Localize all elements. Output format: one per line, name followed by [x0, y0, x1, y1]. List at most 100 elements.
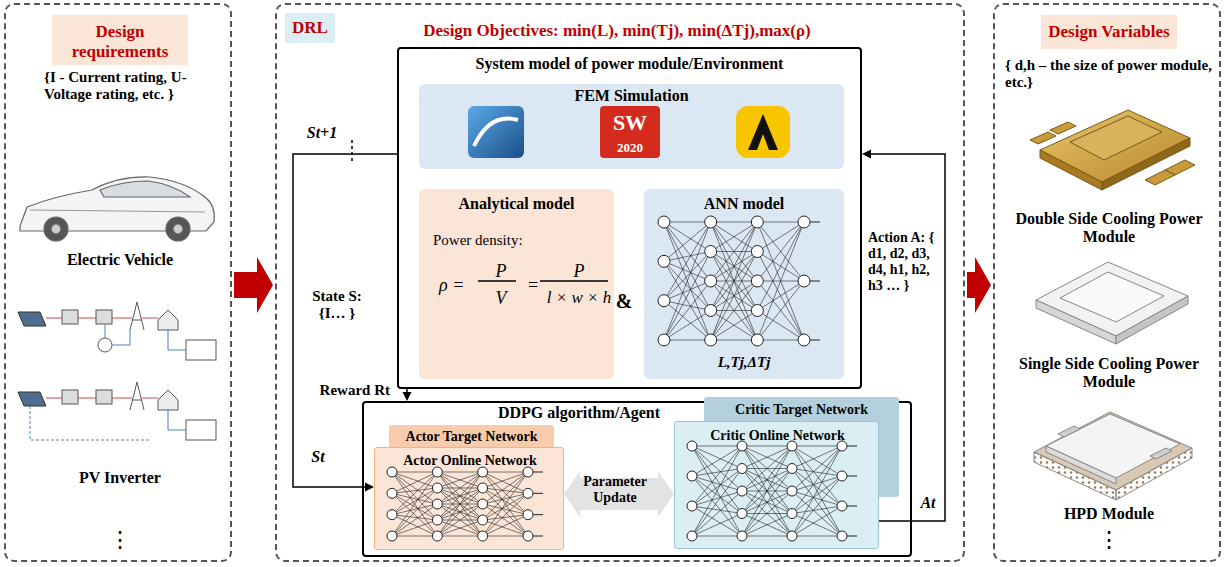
- network-link: [437, 488, 482, 489]
- network-link: [711, 222, 758, 311]
- node-text-holder: HPD Module: [995, 505, 1223, 523]
- network-link: [711, 222, 758, 223]
- network-neuron: [798, 275, 810, 287]
- network-link: [711, 281, 758, 340]
- network-link: [483, 472, 528, 473]
- node-text: V: [496, 288, 507, 309]
- network-link: [757, 222, 804, 281]
- network-link: [757, 252, 804, 282]
- node-text-holder: System model of power module/Environment: [399, 55, 860, 73]
- node-text-holder: Critic Online Network: [675, 426, 880, 444]
- network-neuron: [387, 488, 397, 498]
- pv-box: [96, 390, 112, 404]
- network-link: [664, 252, 711, 262]
- network-link: [757, 222, 804, 281]
- network-link: [664, 222, 711, 311]
- network-link: [437, 504, 482, 520]
- node-text-holder: ρ =: [439, 275, 481, 296]
- network-link: [792, 506, 842, 536]
- network-output: [533, 514, 543, 515]
- network-neuron: [523, 510, 533, 520]
- pv-wire: [30, 406, 150, 440]
- network-link: [742, 491, 792, 492]
- node-text-holder: Electric Vehicle: [6, 251, 234, 269]
- network-link: [437, 472, 482, 504]
- pv-house: [158, 310, 178, 330]
- network-link: [483, 504, 528, 536]
- network-link: [483, 520, 528, 536]
- network-link: [742, 446, 792, 536]
- network-link: [711, 252, 758, 282]
- diagram-label: St+1: [305, 124, 339, 142]
- pv-box: [62, 390, 78, 404]
- edge-label: State S: {I… }: [301, 288, 373, 323]
- network-link: [392, 488, 437, 493]
- module-housing: [1046, 414, 1180, 478]
- diagram-label: St: [309, 448, 326, 466]
- pv-box: [62, 310, 78, 324]
- pv-panel: [18, 392, 46, 406]
- module-base: [1040, 110, 1190, 182]
- module-tab: [1030, 132, 1056, 144]
- node-text-holder: PV Inverter: [6, 469, 234, 487]
- network-link: [711, 222, 758, 281]
- node-text: PV Inverter: [79, 469, 161, 487]
- network-link: [711, 222, 758, 340]
- network-link: [792, 446, 842, 469]
- network-link: [742, 491, 792, 536]
- network-link: [392, 472, 437, 473]
- network-link: [392, 472, 437, 520]
- node-text: FEM Simulation: [574, 87, 688, 105]
- network-neuron: [432, 531, 442, 541]
- network-link: [742, 491, 792, 536]
- node-text: Analytical model: [459, 195, 575, 213]
- network-link: [437, 472, 482, 488]
- network-link: [664, 222, 711, 252]
- connector: [967, 257, 991, 313]
- network-link: [742, 446, 792, 536]
- network-link: [692, 446, 742, 447]
- header-box: Design requirements: [52, 15, 188, 65]
- neural-network: [687, 441, 857, 541]
- node-text: Actor Online Network: [403, 453, 537, 469]
- node-text: P: [574, 261, 585, 282]
- network-link: [742, 469, 792, 537]
- network-link: [711, 311, 758, 341]
- node-text-holder: Design requirements: [52, 22, 188, 61]
- block-arrow: [967, 257, 991, 313]
- analytical-box: Analytical modelPower density:ρ =PV=Pl ×…: [419, 189, 614, 379]
- node-text: l × w × h: [547, 288, 612, 308]
- network-link: [792, 469, 842, 477]
- network-output: [810, 340, 820, 341]
- network-link: [742, 514, 792, 537]
- network-link: [742, 446, 792, 469]
- node-text-holder: Actor Target Network: [389, 427, 554, 445]
- pv-tower: [130, 302, 144, 330]
- network-link: [711, 222, 758, 281]
- icon-square: [736, 106, 790, 158]
- network-link: [692, 446, 742, 536]
- network-link: [742, 446, 792, 491]
- node-text-holder: Single Side Cooling Power Module: [995, 355, 1223, 392]
- diagram-label: SW: [613, 110, 647, 135]
- network-link: [711, 281, 758, 311]
- network-neuron: [478, 499, 488, 509]
- hpd-module: [1034, 412, 1192, 500]
- module-side: [1036, 300, 1116, 344]
- network-link: [664, 261, 711, 310]
- network-link: [664, 281, 711, 340]
- network-link: [392, 504, 437, 515]
- network-link: [483, 472, 528, 515]
- node-text-holder: l × w × h: [543, 288, 615, 308]
- diagram-label-holder: At: [913, 494, 943, 512]
- pv-wire: [46, 398, 158, 399]
- network-link: [664, 222, 711, 223]
- network-link: [692, 476, 742, 536]
- network-link: [437, 472, 482, 536]
- network-link: [692, 469, 742, 477]
- module-terminal: [1150, 448, 1172, 459]
- network-link: [437, 488, 482, 520]
- network-link: [437, 488, 482, 504]
- module-cover: [1060, 272, 1164, 322]
- network-link: [742, 446, 792, 469]
